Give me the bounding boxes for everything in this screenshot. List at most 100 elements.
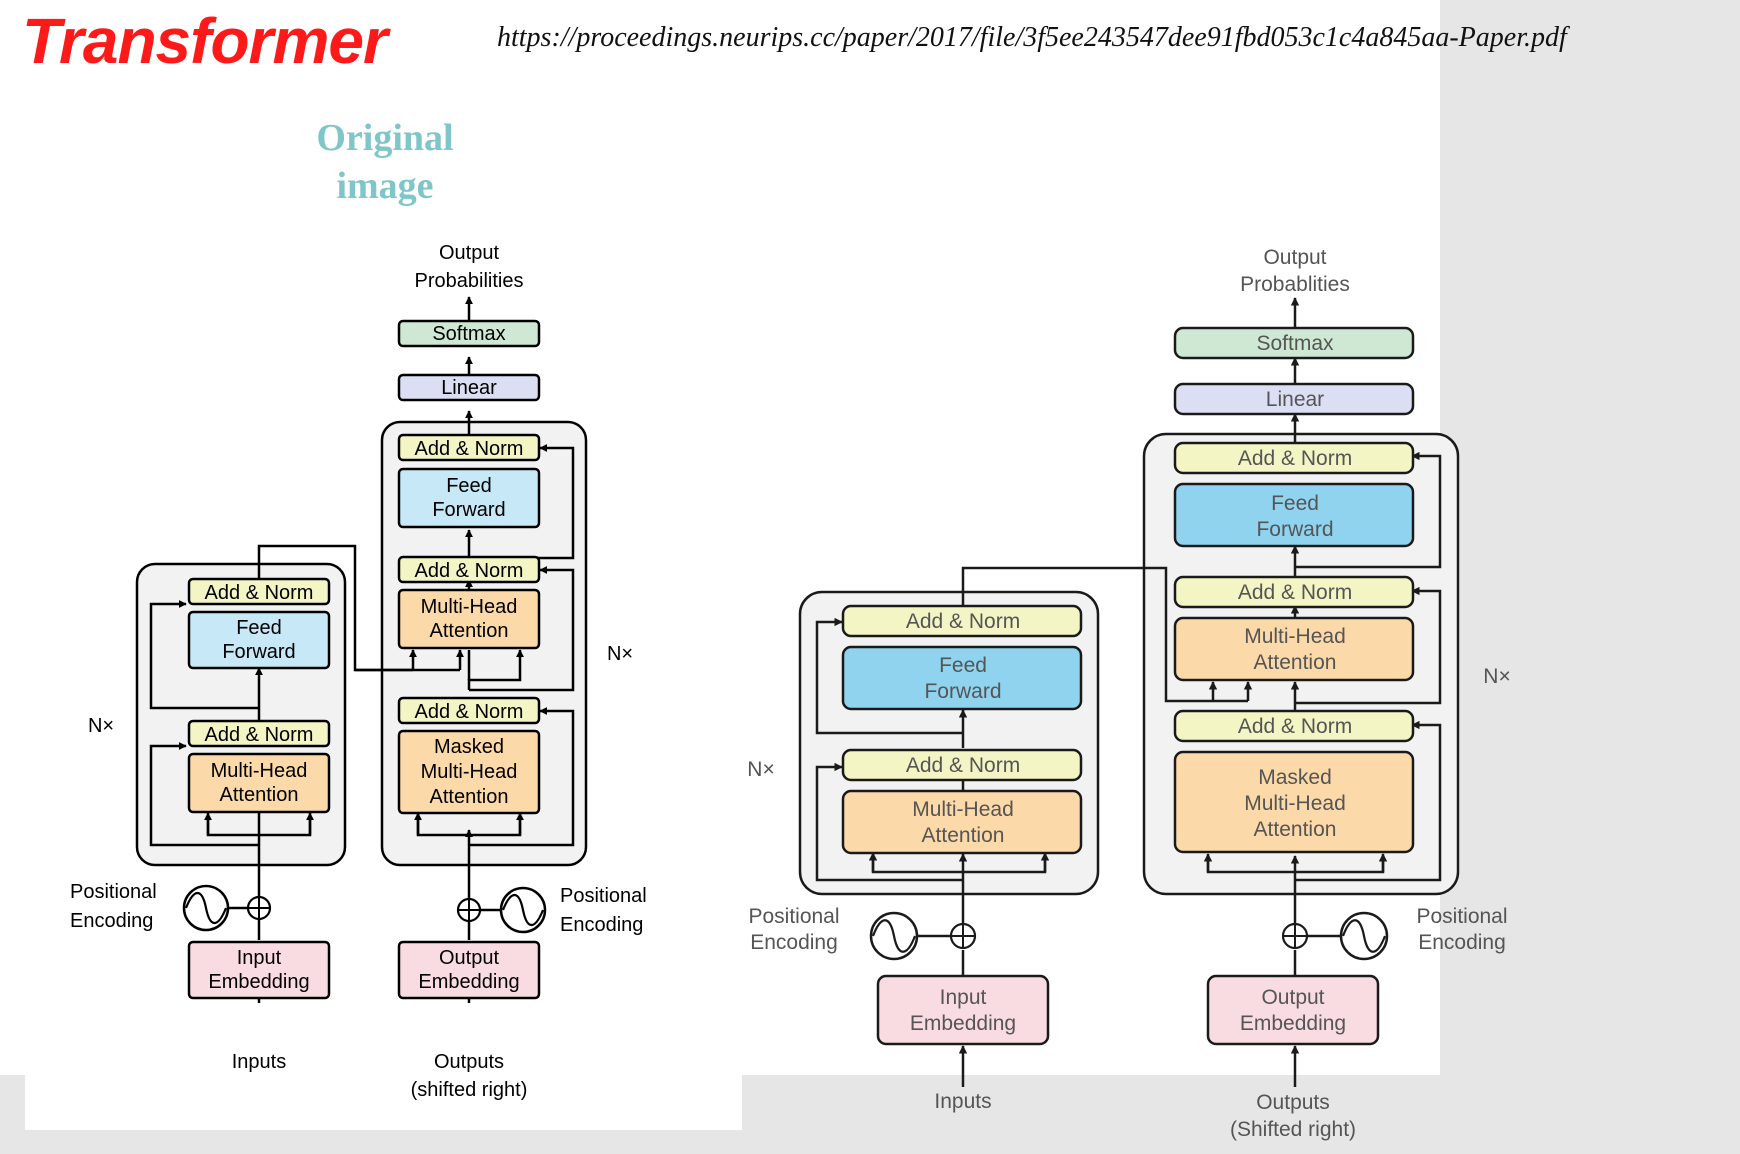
orig-dec-addnorm-bottom bbox=[397, 696, 541, 725]
orig-enc-attn-label-1: Multi-Head bbox=[211, 760, 308, 782]
orig-dec-addnorm-mid-label: Add & Norm bbox=[415, 560, 524, 582]
rec-enc-ff-label-2: Forward bbox=[924, 680, 1001, 703]
orig-enc-attn-label-2: Attention bbox=[220, 784, 299, 806]
rec-outputs-label-2: (Shifted right) bbox=[1230, 1118, 1356, 1141]
slide-right-band bbox=[1440, 0, 1740, 1154]
rec-input-embedding-box bbox=[876, 974, 1050, 1046]
orig-dec-masked-label-3: Attention bbox=[430, 786, 509, 808]
rec-dec-cross-attn-box bbox=[1173, 616, 1415, 682]
rec-softmax-box bbox=[1173, 326, 1415, 360]
orig-output-label-2: Probabilities bbox=[415, 270, 524, 292]
rec-enc-repeat-label: N× bbox=[747, 758, 774, 781]
orig-linear-label: Linear bbox=[441, 377, 497, 399]
rec-enc-addnorm-bottom-label: Add & Norm bbox=[906, 754, 1020, 777]
rec-enc-attn-label-1: Multi-Head bbox=[912, 798, 1014, 821]
orig-dec-repeat-label: N× bbox=[607, 643, 633, 665]
orig-enc-addnorm-bottom-label: Add & Norm bbox=[205, 724, 314, 746]
orig-enc-ff-label-1: Feed bbox=[236, 617, 282, 639]
orig-dec-cross-attn-label-1: Multi-Head bbox=[421, 596, 518, 618]
orig-enc-addnorm-top-label: Add & Norm bbox=[205, 582, 314, 604]
rec-dec-masked-label-2: Multi-Head bbox=[1244, 792, 1346, 815]
rec-enc-addnorm-top-label: Add & Norm bbox=[906, 610, 1020, 633]
rec-dec-addnorm-mid bbox=[1173, 575, 1415, 609]
orig-dec-pos-label-1: Positional bbox=[560, 885, 647, 907]
original-image-caption: Original image bbox=[316, 117, 454, 207]
orig-dec-addnorm-mid bbox=[397, 555, 541, 584]
rec-dec-pos-label-1: Positional bbox=[1416, 905, 1507, 928]
rec-dec-pos-label-2: Encoding bbox=[1418, 931, 1506, 954]
rec-dec-cross-attn-label-1: Multi-Head bbox=[1244, 625, 1346, 648]
rec-enc-ff-label-1: Feed bbox=[939, 654, 987, 677]
rec-dec-ff-box bbox=[1173, 482, 1415, 548]
rec-dec-masked-label-3: Attention bbox=[1254, 818, 1337, 841]
rec-dec-cross-attn-label-2: Attention bbox=[1254, 651, 1337, 674]
rec-output-embedding-box bbox=[1206, 974, 1380, 1046]
orig-dec-addnorm-top bbox=[397, 433, 541, 462]
orig-softmax-box bbox=[397, 319, 541, 348]
rec-enc-ff-box bbox=[841, 645, 1083, 711]
orig-dec-ff-label-1: Feed bbox=[446, 475, 492, 497]
orig-inputs-label: Inputs bbox=[232, 1051, 286, 1073]
orig-enc-addnorm-bottom bbox=[187, 719, 331, 748]
orig-enc-pos-label-1: Positional bbox=[70, 881, 157, 903]
orig-output-label-1: Output bbox=[439, 242, 499, 264]
rec-enc-pos-label-2: Encoding bbox=[750, 931, 838, 954]
rec-dec-masked-label-1: Masked bbox=[1258, 766, 1332, 789]
orig-dec-ff-box bbox=[397, 467, 541, 529]
orig-input-emb-label-2: Embedding bbox=[208, 971, 309, 993]
original-nodes: Output Probabilities Softmax Linear Add … bbox=[70, 242, 647, 1101]
rec-output-label-1: Output bbox=[1263, 246, 1326, 269]
paper-source-url[interactable]: https://proceedings.neurips.cc/paper/201… bbox=[497, 22, 1567, 53]
rec-dec-addnorm-bottom-label: Add & Norm bbox=[1238, 715, 1352, 738]
rec-inputs-label: Inputs bbox=[934, 1090, 991, 1113]
rec-output-label-2: Probablities bbox=[1240, 273, 1350, 296]
rec-dec-masked-attn-box bbox=[1173, 750, 1415, 854]
orig-output-embedding-box bbox=[397, 940, 541, 1000]
recreated-nodes: Output Probablities Softmax Linear Add &… bbox=[747, 246, 1510, 1141]
rec-enc-addnorm-top bbox=[841, 604, 1083, 638]
orig-input-embedding-box bbox=[187, 940, 331, 1000]
rec-enc-addnorm-bottom bbox=[841, 748, 1083, 782]
orig-dec-masked-label-1: Masked bbox=[434, 736, 504, 758]
orig-dec-cross-attn-label-2: Attention bbox=[430, 620, 509, 642]
rec-input-emb-label-1: Input bbox=[940, 986, 987, 1009]
orig-enc-pos-label-2: Encoding bbox=[70, 910, 153, 932]
orig-dec-cross-attn-box bbox=[397, 588, 541, 650]
rec-output-emb-label-1: Output bbox=[1261, 986, 1324, 1009]
rec-dec-addnorm-top-label: Add & Norm bbox=[1238, 447, 1352, 470]
orig-enc-ff-box bbox=[187, 610, 331, 670]
rec-enc-pos-label-1: Positional bbox=[748, 905, 839, 928]
rec-dec-addnorm-mid-label: Add & Norm bbox=[1238, 581, 1352, 604]
rec-dec-addnorm-bottom bbox=[1173, 709, 1415, 743]
rec-linear-box bbox=[1173, 382, 1415, 416]
rec-enc-attn-box bbox=[841, 789, 1083, 855]
rec-dec-repeat-label: N× bbox=[1483, 665, 1510, 688]
rec-dec-addnorm-top bbox=[1173, 441, 1415, 475]
orig-dec-masked-label-2: Multi-Head bbox=[421, 761, 518, 783]
rec-dec-ff-label-2: Forward bbox=[1256, 518, 1333, 541]
orig-dec-addnorm-bottom-label: Add & Norm bbox=[415, 701, 524, 723]
orig-encoder-block bbox=[135, 562, 347, 867]
orig-dec-ff-label-2: Forward bbox=[432, 499, 505, 521]
rec-output-emb-label-2: Embedding bbox=[1240, 1012, 1346, 1035]
orig-output-emb-label-2: Embedding bbox=[418, 971, 519, 993]
orig-enc-addnorm-top bbox=[187, 577, 331, 606]
orig-dec-pos-label-2: Encoding bbox=[560, 914, 643, 936]
orig-softmax-label: Softmax bbox=[432, 323, 505, 345]
orig-input-emb-label-1: Input bbox=[237, 947, 282, 969]
rec-softmax-label: Softmax bbox=[1256, 332, 1334, 355]
orig-dec-addnorm-top-label: Add & Norm bbox=[415, 438, 524, 460]
orig-outputs-label-2: (shifted right) bbox=[411, 1079, 528, 1101]
slide-title: Transformer bbox=[22, 5, 388, 77]
rec-dec-ff-label-1: Feed bbox=[1271, 492, 1319, 515]
rec-linear-label: Linear bbox=[1266, 388, 1324, 411]
orig-enc-repeat-label: N× bbox=[88, 715, 114, 737]
orig-enc-ff-label-2: Forward bbox=[222, 641, 295, 663]
orig-output-emb-label-1: Output bbox=[439, 947, 499, 969]
orig-enc-attn-box bbox=[187, 752, 331, 814]
orig-dec-masked-attn-box bbox=[397, 729, 541, 815]
rec-enc-attn-label-2: Attention bbox=[922, 824, 1005, 847]
orig-linear-box bbox=[397, 373, 541, 402]
rec-input-emb-label-2: Embedding bbox=[910, 1012, 1016, 1035]
